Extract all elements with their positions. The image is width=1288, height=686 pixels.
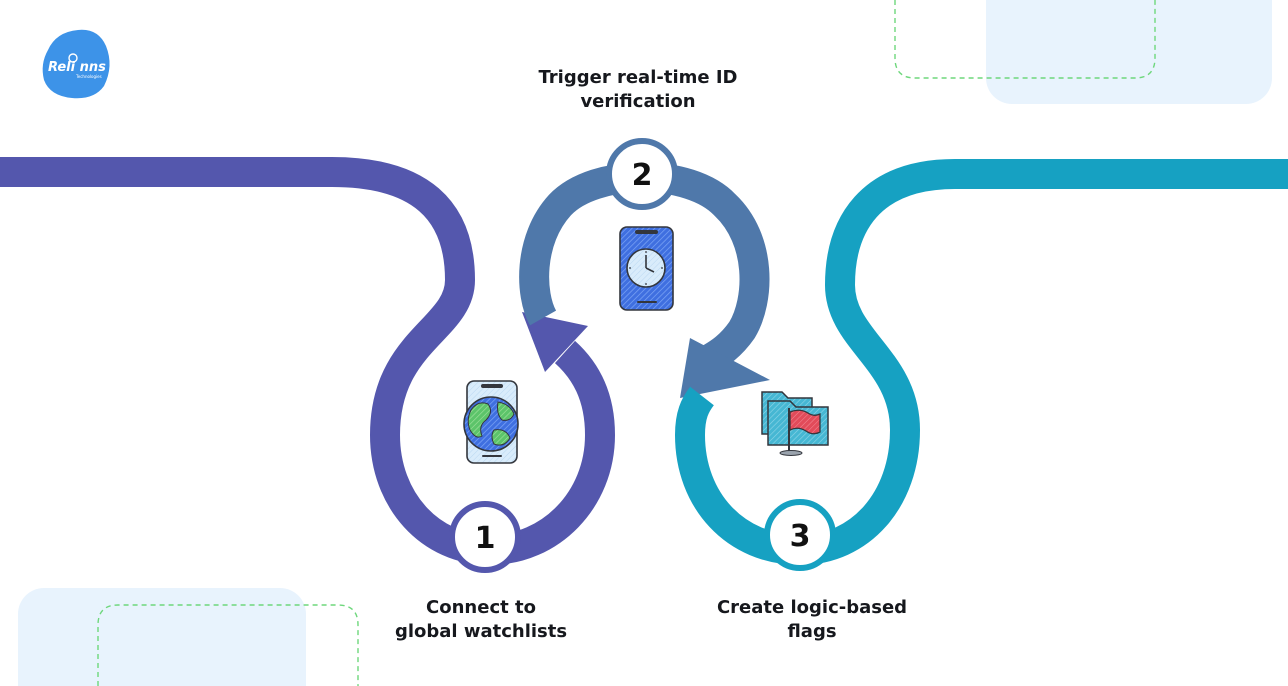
flag-folder-icon — [761, 391, 829, 456]
arrow-head-2 — [680, 338, 770, 398]
logo-subtext: Technologies — [75, 74, 102, 79]
step-number-1: 1 — [475, 521, 496, 556]
step-label-2: Trigger real-time ID verification — [520, 66, 756, 114]
step-label-3-line-2: flags — [787, 621, 837, 642]
step-label-1: Connect to global watchlists — [376, 596, 586, 644]
step-label-3-line-1: Create logic-based — [716, 597, 908, 618]
step-label-2-line-2: verification — [580, 91, 696, 112]
step-circle-2: 2 — [606, 138, 678, 210]
flow-path-2 — [519, 162, 770, 398]
step-circle-1: 1 — [449, 501, 521, 573]
decor-bottom-left — [18, 588, 359, 686]
step-label-2-line-1: Trigger real-time ID — [538, 67, 738, 88]
decor-top-right — [894, 0, 1272, 104]
step-number-2: 2 — [632, 158, 653, 193]
logo-text: Reli nns — [48, 60, 106, 75]
step-label-3: Create logic-based flags — [700, 596, 924, 644]
clock-phone-icon — [619, 226, 674, 311]
globe-phone-icon — [463, 380, 519, 464]
step-label-1-line-1: Connect to — [426, 597, 536, 618]
arrow-head-1 — [522, 312, 588, 372]
brand-logo: Reli nns Technologies — [42, 29, 110, 99]
flow-path-3 — [674, 159, 1288, 566]
step-label-1-line-2: global watchlists — [394, 621, 568, 642]
step-number-3: 3 — [790, 519, 811, 554]
step-circle-3: 3 — [764, 499, 836, 571]
flow-path-1 — [0, 157, 616, 566]
